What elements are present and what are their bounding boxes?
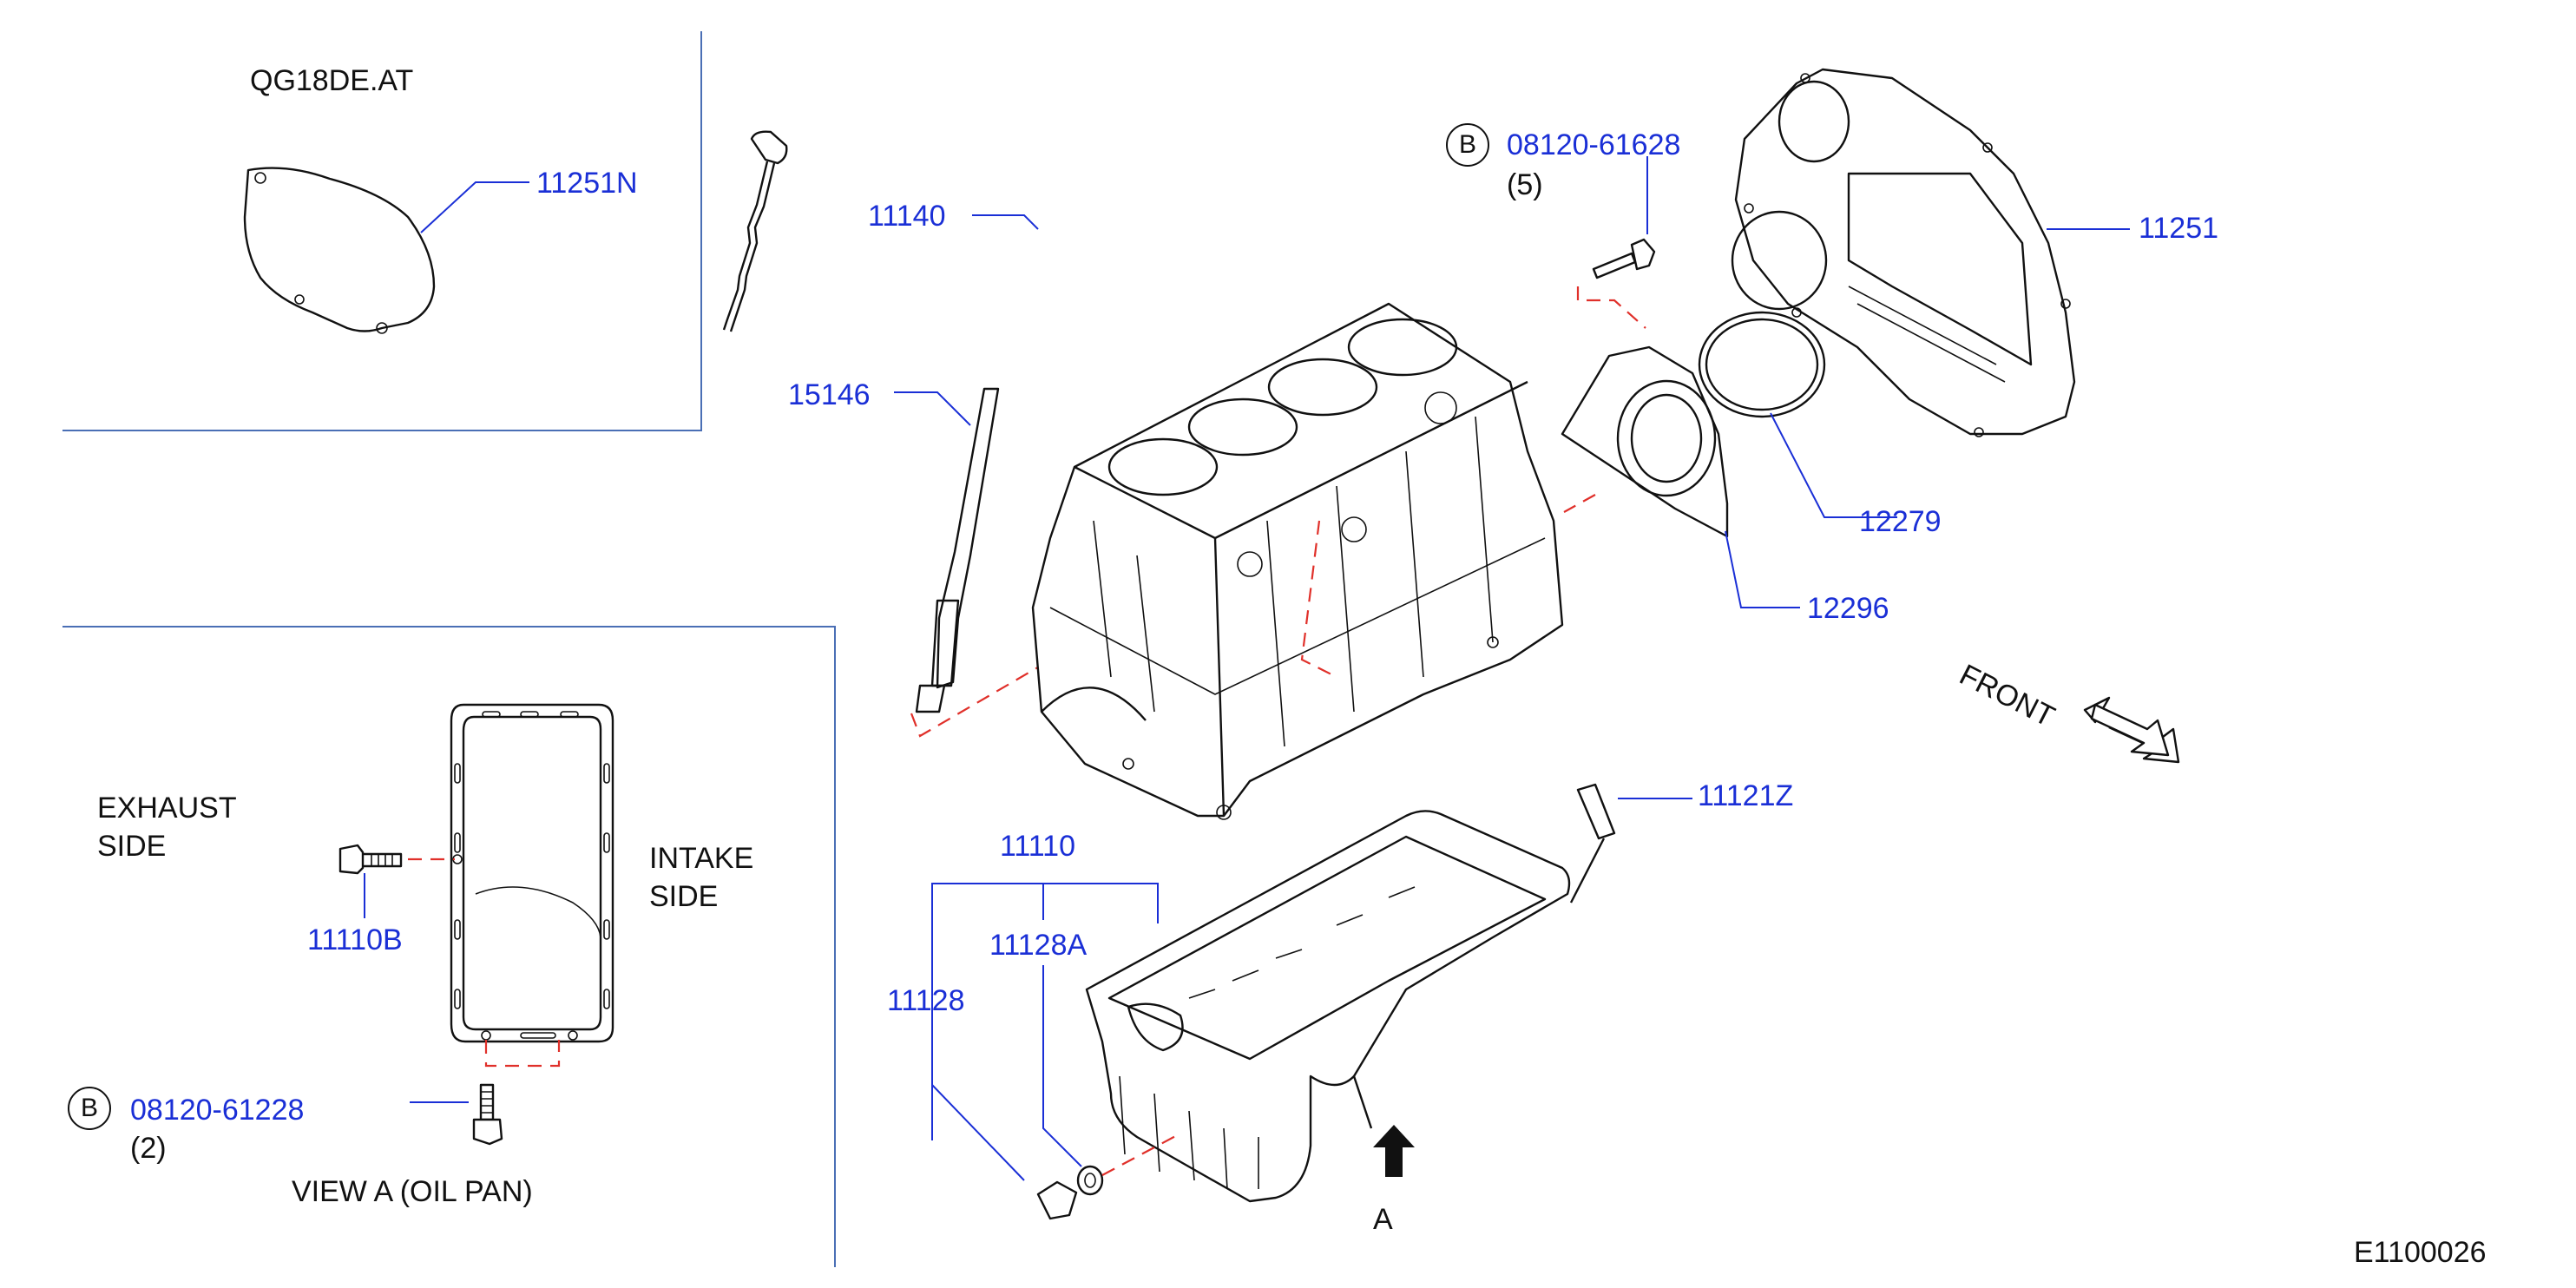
seal-retainer-drawing [1561,311,1897,608]
oil-pan-view-drawing [338,703,614,1146]
part-label-11110[interactable]: 11110 [1000,830,1075,863]
cylinder-block-drawing [1031,302,1564,820]
intake-side-label-line2: SIDE [649,880,719,913]
exhaust-side-label-line1: EXHAUST [97,792,237,825]
oil-pan-drawing [931,783,1692,1220]
diagram-id: E1100026 [2354,1236,2487,1269]
inset-title: QG18DE.AT [250,64,414,97]
part-label-11251[interactable]: 11251 [2139,212,2219,245]
intake-side-label-line1: INTAKE [649,842,754,875]
part-label-11128a[interactable]: 11128A [989,929,1088,962]
part-label-11128[interactable]: 11128 [887,984,965,1017]
inset-frames [62,31,836,1267]
upper-bolt-drawing [1576,156,1656,329]
part-label-08120-61628[interactable]: 08120-61628 [1507,128,1681,161]
bolt-quantity-5: (5) [1507,168,1543,201]
exhaust-side-label-line2: SIDE [97,830,167,863]
bolt-quantity-2: (2) [130,1132,167,1165]
view-a-caption: VIEW A (OIL PAN) [292,1175,533,1208]
part-label-11121z[interactable]: 11121Z [1698,779,1794,812]
part-label-12279[interactable]: 12279 [1859,505,1942,538]
part-label-08120-61228[interactable]: 08120-61228 [130,1094,305,1127]
rear-plate-drawing [1731,68,2130,437]
part-label-11110b[interactable]: 11110B [307,923,403,956]
circle-b-badge: B [68,1087,111,1130]
part-label-11251n[interactable]: 11251N [536,167,638,200]
dipstick-drawing [722,130,1320,738]
circle-b-badge-main: B [1446,123,1489,167]
part-label-12296[interactable]: 12296 [1807,592,1889,625]
view-a-arrow-label: A [1373,1203,1393,1236]
arrow-up-icon [1373,1125,1415,1177]
part-label-15146[interactable]: 15146 [788,378,871,411]
front-arrow-icon [2083,696,2180,764]
gasket-11251n-drawing [243,167,529,334]
part-label-11140[interactable]: 11140 [868,200,946,233]
